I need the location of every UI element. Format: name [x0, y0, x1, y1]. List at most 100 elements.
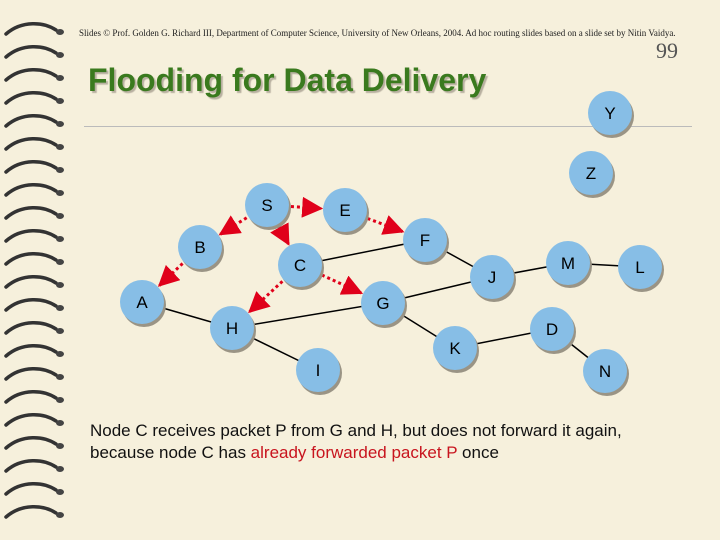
spiral-coil	[4, 459, 58, 473]
edge-S-E	[290, 196, 324, 218]
node-Y: Y	[588, 91, 634, 138]
node-A: A	[120, 280, 166, 327]
node-H-label: H	[226, 319, 238, 338]
node-H: H	[210, 306, 256, 353]
node-C-label: C	[294, 256, 306, 275]
spiral-coil	[4, 505, 58, 519]
slide-number: 99	[656, 38, 678, 63]
spiral-coil	[4, 91, 58, 105]
node-Z-label: Z	[586, 164, 596, 183]
node-I-label: I	[316, 361, 321, 380]
slide-caption: Node C receives packet P from G and H, b…	[90, 420, 690, 464]
spiral-coil	[4, 68, 58, 82]
node-F-label: F	[420, 231, 430, 250]
edge-B-A	[157, 262, 184, 287]
spiral-coil	[4, 390, 58, 404]
spiral-coil	[4, 367, 58, 381]
caption-text-end: once	[457, 443, 499, 462]
spiral-hole	[56, 443, 64, 449]
node-G-circle	[361, 281, 405, 325]
spiral-hole	[56, 75, 64, 81]
node-M: M	[546, 241, 592, 288]
node-N: N	[583, 349, 629, 396]
node-F: F	[403, 218, 449, 265]
node-J-label: J	[488, 268, 497, 287]
node-B-circle	[178, 225, 222, 269]
node-F-circle	[403, 218, 447, 262]
node-K: K	[433, 326, 479, 373]
node-E-label: E	[339, 201, 350, 220]
node-Y-label: Y	[604, 104, 615, 123]
node-A-label: A	[136, 293, 148, 312]
spiral-hole	[56, 121, 64, 127]
node-M-label: M	[561, 254, 575, 273]
slide-credit: Slides © Prof. Golden G. Richard III, De…	[79, 28, 676, 38]
spiral-hole	[56, 374, 64, 380]
spiral-coil	[4, 183, 58, 197]
spiral-coil	[4, 229, 58, 243]
spiral-coil	[4, 22, 58, 36]
spiral-hole	[56, 328, 64, 334]
spiral-coil	[4, 482, 58, 496]
spiral-hole	[56, 190, 64, 196]
node-H-circle	[210, 306, 254, 350]
spiral-hole	[56, 29, 64, 35]
spiral-coil	[4, 413, 58, 427]
spiral-binding	[4, 22, 64, 519]
node-E: E	[323, 188, 369, 235]
spiral-coil	[4, 344, 58, 358]
spiral-hole	[56, 98, 64, 104]
node-S-label: S	[261, 196, 272, 215]
spiral-coil	[4, 298, 58, 312]
spiral-hole	[56, 351, 64, 357]
node-I-circle	[296, 348, 340, 392]
spiral-coil	[4, 137, 58, 151]
node-K-label: K	[449, 339, 461, 358]
edge-C-H	[248, 280, 284, 314]
node-I: I	[296, 348, 342, 395]
spiral-hole	[56, 420, 64, 426]
node-K-circle	[433, 326, 477, 370]
node-L: L	[618, 245, 664, 292]
node-S: S	[245, 183, 291, 230]
spiral-hole	[56, 512, 64, 518]
spiral-coil	[4, 160, 58, 174]
edge-C-G	[321, 273, 364, 295]
node-J: J	[470, 255, 516, 302]
spiral-coil	[4, 206, 58, 220]
node-J-circle	[470, 255, 514, 299]
node-A-circle	[120, 280, 164, 324]
spiral-coil	[4, 321, 58, 335]
caption-highlight: already forwarded packet P	[250, 443, 458, 462]
node-L-circle	[618, 245, 662, 289]
node-M-circle	[546, 241, 590, 285]
spiral-hole	[56, 489, 64, 495]
spiral-hole	[56, 52, 64, 58]
spiral-coil	[4, 252, 58, 266]
spiral-coil	[4, 45, 58, 59]
title-divider	[84, 126, 692, 127]
spiral-hole	[56, 282, 64, 288]
spiral-hole	[56, 305, 64, 311]
spiral-hole	[56, 259, 64, 265]
node-C-circle	[278, 243, 322, 287]
spiral-hole	[56, 144, 64, 150]
spiral-coil	[4, 436, 58, 450]
node-L-label: L	[635, 258, 644, 277]
spiral-coil	[4, 275, 58, 289]
slide-title: Flooding for Data Delivery	[88, 62, 487, 98]
node-D: D	[530, 307, 576, 354]
node-S-circle	[245, 183, 289, 227]
node-G-label: G	[376, 294, 389, 313]
spiral-coil	[4, 114, 58, 128]
spiral-hole	[56, 167, 64, 173]
spiral-hole	[56, 213, 64, 219]
edge-E-F	[366, 215, 405, 235]
edge-S-B	[218, 215, 248, 236]
nodes-layer: Y Z S E F B C M L J A G H D K I N	[120, 91, 664, 396]
node-B: B	[178, 225, 224, 272]
node-N-circle	[583, 349, 627, 393]
spiral-hole	[56, 466, 64, 472]
